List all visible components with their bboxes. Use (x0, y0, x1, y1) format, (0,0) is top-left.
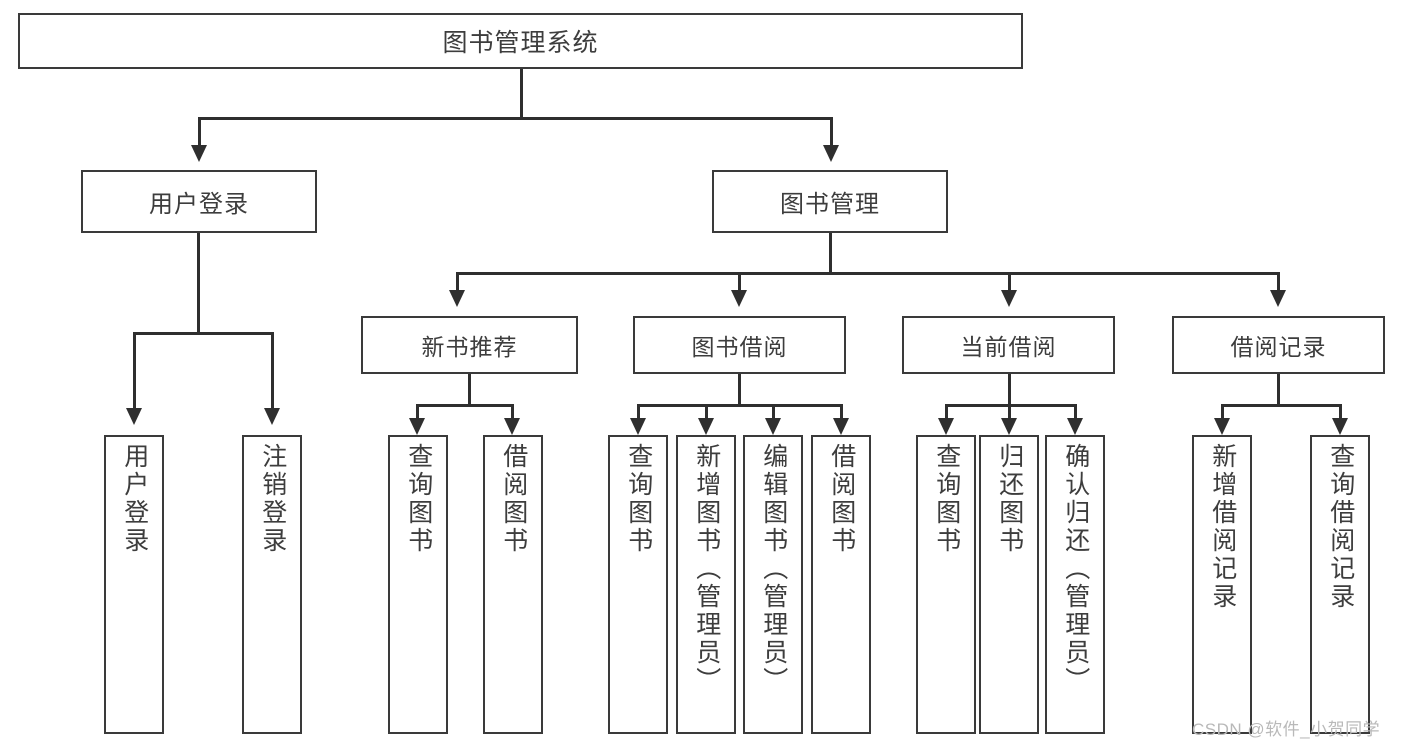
node-label: 借阅记录 (1230, 334, 1327, 360)
node-root-system[interactable]: 图书管理系统 (18, 13, 1023, 69)
node-book-management[interactable]: 图书管理 (712, 170, 948, 233)
node-label: 图书管理系统 (442, 29, 599, 57)
connector-nbr-child-2 (511, 404, 514, 418)
node-leaf-query-book-1[interactable]: 查询图书 (388, 435, 448, 734)
node-label: 新书推荐 (421, 334, 518, 360)
node-label: 用户登录 (120, 443, 149, 555)
connector-br-stem (1277, 374, 1280, 406)
node-book-borrow[interactable]: 图书借阅 (633, 316, 846, 374)
connector-cb-bar (945, 404, 1077, 407)
connector-bm-child-4 (1277, 272, 1280, 290)
arrow-to-leaf-confirm-return-admin (1067, 418, 1083, 435)
arrow-to-leaf-user-login (126, 408, 142, 425)
node-borrow-record[interactable]: 借阅记录 (1172, 316, 1385, 374)
connector-bb-stem (738, 374, 741, 406)
node-label: 图书管理 (780, 191, 880, 218)
node-label: 当前借阅 (960, 334, 1057, 360)
node-leaf-confirm-return-admin[interactable]: 确认归还（管理员） (1045, 435, 1105, 734)
node-label: 新增图书（管理员） (692, 443, 721, 695)
node-label: 借阅图书 (499, 443, 528, 555)
connector-nbr-stem (468, 374, 471, 406)
connector-root-to-user-login (198, 117, 201, 145)
connector-user-login-child-2 (271, 332, 274, 408)
node-leaf-query-borrow-record[interactable]: 查询借阅记录 (1310, 435, 1370, 734)
connector-br-child-1 (1221, 404, 1224, 418)
node-label: 查询图书 (404, 443, 433, 555)
connector-root-stem (520, 69, 523, 118)
arrow-to-leaf-query-borrow-record (1332, 418, 1348, 435)
arrow-to-leaf-logout-login (264, 408, 280, 425)
connector-book-management-bar (456, 272, 1280, 275)
node-leaf-edit-book-admin[interactable]: 编辑图书（管理员） (743, 435, 803, 734)
node-leaf-add-borrow-record[interactable]: 新增借阅记录 (1192, 435, 1252, 734)
connector-root-to-book-management (830, 117, 833, 145)
connector-bb-child-2 (705, 404, 708, 418)
arrow-to-leaf-query-book-1 (409, 418, 425, 435)
node-leaf-user-login[interactable]: 用户登录 (104, 435, 164, 734)
node-label: 新增借阅记录 (1208, 443, 1237, 611)
node-label: 确认归还（管理员） (1061, 443, 1090, 695)
connector-root-bar (198, 117, 832, 120)
arrow-to-user-login (191, 145, 207, 162)
node-label: 编辑图书（管理员） (759, 443, 788, 695)
node-current-borrow[interactable]: 当前借阅 (902, 316, 1115, 374)
csdn-watermark: CSDN @软件_小贺同学 (1192, 720, 1381, 739)
connector-bb-child-3 (772, 404, 775, 418)
connector-br-bar (1221, 404, 1340, 407)
connector-nbr-child-1 (416, 404, 419, 418)
arrow-to-leaf-edit-book-admin (765, 418, 781, 435)
arrow-to-leaf-return-book (1001, 418, 1017, 435)
arrow-to-leaf-add-borrow-record (1214, 418, 1230, 435)
connector-cb-child-1 (945, 404, 948, 418)
arrow-to-leaf-query-book-2 (630, 418, 646, 435)
connector-user-login-child-1 (133, 332, 136, 408)
connector-cb-child-3 (1074, 404, 1077, 418)
node-new-book-recommend[interactable]: 新书推荐 (361, 316, 578, 374)
node-leaf-borrow-book-2[interactable]: 借阅图书 (811, 435, 871, 734)
connector-user-login-stem (197, 233, 200, 334)
arrow-to-leaf-query-book-3 (938, 418, 954, 435)
node-leaf-return-book[interactable]: 归还图书 (979, 435, 1039, 734)
node-leaf-query-book-3[interactable]: 查询图书 (916, 435, 976, 734)
node-leaf-borrow-book-1[interactable]: 借阅图书 (483, 435, 543, 734)
connector-book-management-stem (829, 233, 832, 274)
node-leaf-logout-login[interactable]: 注销登录 (242, 435, 302, 734)
arrow-to-book-management (823, 145, 839, 162)
connector-bm-child-1 (456, 272, 459, 290)
node-user-login[interactable]: 用户登录 (81, 170, 317, 233)
node-label: 查询图书 (932, 443, 961, 555)
connector-user-login-bar (133, 332, 273, 335)
node-label: 注销登录 (258, 443, 287, 555)
node-label: 借阅图书 (827, 443, 856, 555)
arrow-to-borrow-record (1270, 290, 1286, 307)
node-label: 图书借阅 (691, 334, 788, 360)
node-label: 归还图书 (995, 443, 1024, 555)
connector-br-child-2 (1339, 404, 1342, 418)
arrow-to-new-book-recommend (449, 290, 465, 307)
connector-bb-bar (637, 404, 840, 407)
connector-bm-child-2 (738, 272, 741, 290)
connector-bm-child-3 (1008, 272, 1011, 290)
arrow-to-book-borrow (731, 290, 747, 307)
node-label: 查询图书 (624, 443, 653, 555)
arrow-to-leaf-borrow-book-2 (833, 418, 849, 435)
connector-bb-child-4 (840, 404, 843, 418)
connector-bb-child-1 (637, 404, 640, 418)
connector-cb-stem (1008, 374, 1011, 406)
node-leaf-query-book-2[interactable]: 查询图书 (608, 435, 668, 734)
connector-cb-child-2 (1008, 404, 1011, 418)
node-leaf-add-book-admin[interactable]: 新增图书（管理员） (676, 435, 736, 734)
connector-nbr-bar (416, 404, 514, 407)
arrow-to-leaf-borrow-book-1 (504, 418, 520, 435)
arrow-to-leaf-add-book-admin (698, 418, 714, 435)
arrow-to-current-borrow (1001, 290, 1017, 307)
node-label: 查询借阅记录 (1326, 443, 1355, 611)
node-label: 用户登录 (149, 191, 249, 218)
